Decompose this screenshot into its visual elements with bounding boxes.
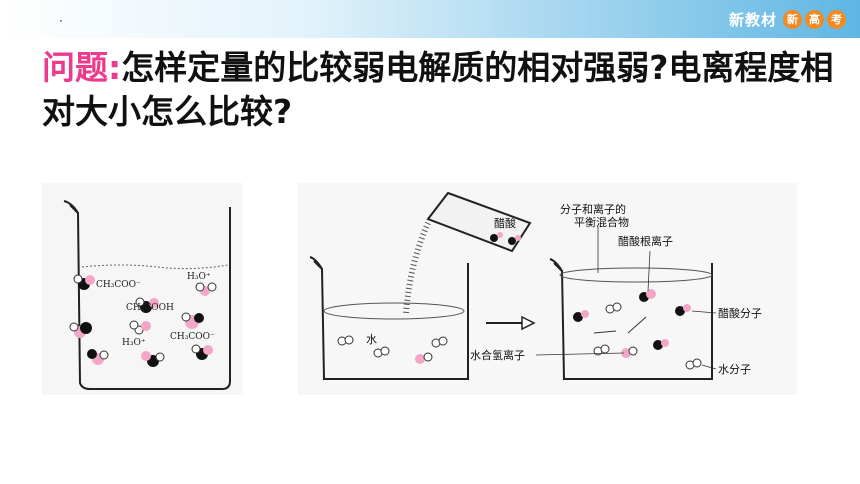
brand-logo: 新教材 新 高 考 [729, 6, 846, 32]
question-text: 怎样定量的比较弱电解质的相对强弱?电离程度相对大小怎么比较? [42, 48, 834, 131]
water-molecules-left [337, 335, 448, 364]
left-figure-panel: CH₃COO⁻ H₃O⁺ CH₃COOH H₃O⁺ CH₃COO⁻ [42, 183, 243, 395]
molecule-5 [129, 320, 151, 335]
question-heading: 问题:怎样定量的比较弱电解质的相对强弱?电离程度相对大小怎么比较? [42, 46, 842, 134]
molecule-9 [191, 344, 213, 360]
molecule-8 [141, 351, 165, 367]
molecule-3 [195, 282, 217, 296]
header-bar: 新教材 新 高 考 [0, 0, 860, 38]
dissolution-process-illustration: 醋酸 水 分子和离子的平衡混合物 [309, 191, 762, 380]
brand-badge-xin: 新 [783, 9, 802, 29]
label-acetate-2: CH₃COO⁻ [170, 332, 215, 342]
right-figure-panel: 醋酸 水 分子和离子的平衡混合物 [298, 183, 797, 395]
decor-dot [60, 20, 62, 22]
molecule-4 [69, 322, 92, 338]
question-colon: : [108, 48, 122, 87]
equilibrium-molecules [573, 289, 702, 370]
label-hydrated-ion: 水合氢离子 [470, 348, 525, 362]
molecule-6 [181, 312, 204, 329]
label-hydronium-2: H₃O⁺ [122, 338, 146, 348]
label-acid-molecule: 醋酸分子 [718, 306, 762, 320]
label-hydronium-1: H₃O⁺ [187, 272, 211, 282]
label-acetate-ion: 醋酸根离子 [618, 234, 673, 248]
label-acetate-1: CH₃COO⁻ [96, 280, 141, 290]
label-pour-acid: 醋酸 [494, 216, 516, 230]
pouring-cup [426, 191, 532, 253]
brand-badge-gao: 高 [805, 9, 824, 29]
label-mixture: 分子和离子的平衡混合物 [560, 202, 629, 229]
question-label: 问题 [42, 48, 108, 87]
molecule-1 [73, 274, 95, 290]
label-water: 水 [366, 333, 377, 346]
beaker-ions-illustration: CH₃COO⁻ H₃O⁺ CH₃COOH H₃O⁺ CH₃COO⁻ [63, 200, 231, 390]
molecule-7 [87, 349, 109, 365]
label-acetic-acid: CH₃COOH [126, 303, 174, 313]
molecule-2 [135, 297, 159, 313]
label-water-molecule: 水分子 [718, 363, 751, 376]
brand-text: 新教材 [728, 10, 777, 29]
brand-badge-kao: 考 [827, 9, 846, 29]
